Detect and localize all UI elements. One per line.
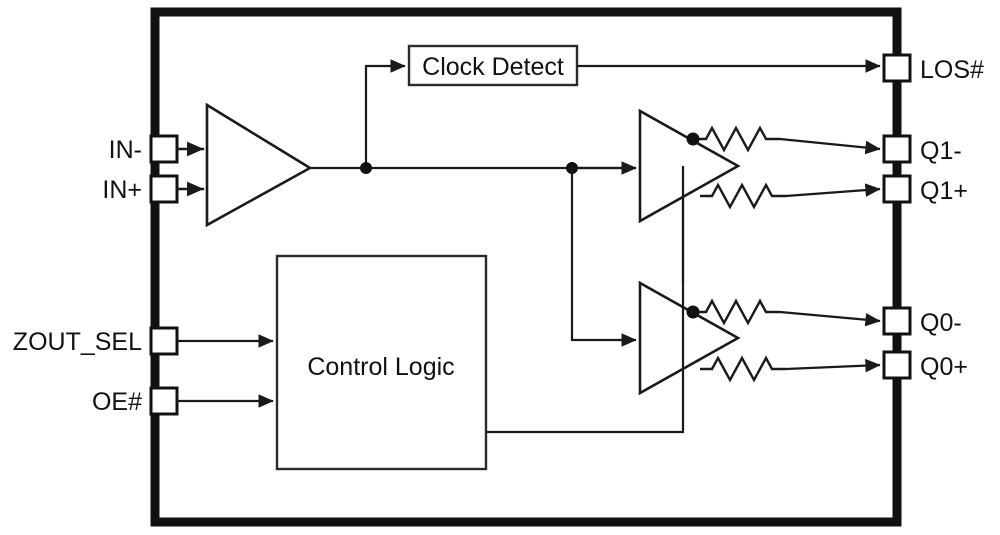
- wire-q1-plus-to-pin: [785, 183, 881, 198]
- clock-detect-block: [407, 44, 579, 87]
- pin-label-zout-sel: ZOUT_SEL: [13, 328, 142, 356]
- pin-label-oe-hash: OE#: [92, 388, 142, 416]
- pin-label-q1-plus: Q1+: [920, 177, 968, 205]
- pin-box-q0-minus[interactable]: [882, 306, 912, 336]
- junction-dot-q0-minus-tap: [686, 305, 700, 319]
- wire-q0-minus-to-pin: [779, 310, 881, 327]
- control-logic-block: [275, 254, 488, 471]
- wire-q1-minus-to-pin: [779, 137, 881, 155]
- resistor-q0-minus: [693, 298, 780, 326]
- pin-box-los-hash[interactable]: [882, 53, 912, 83]
- control-logic-label: Control Logic: [307, 353, 454, 381]
- junction-dot-clock-detect-tap: [360, 162, 372, 174]
- pin-label-in-minus: IN-: [109, 136, 142, 164]
- resistor-q1-plus: [700, 182, 786, 210]
- pin-label-in-plus: IN+: [102, 176, 142, 204]
- chip-border: [150, 7, 902, 527]
- pin-group-left: [149, 134, 179, 416]
- pin-box-in-minus[interactable]: [149, 134, 179, 164]
- output-buffer-q1-triangle: [638, 108, 741, 224]
- pin-box-q0-plus[interactable]: [882, 350, 912, 380]
- input-amplifier-triangle: [205, 102, 313, 228]
- wire-q0-plus-to-pin: [785, 358, 881, 373]
- wire-fanout-to-q0-buffer: [570, 168, 637, 347]
- junction-dot-q1-minus-tap: [686, 132, 700, 146]
- pin-group-right: [882, 53, 912, 380]
- resistor-q0-plus: [700, 355, 786, 383]
- resistor-q1-minus: [693, 125, 780, 153]
- pin-box-zout-sel[interactable]: [149, 326, 179, 356]
- pin-box-in-plus[interactable]: [149, 174, 179, 204]
- pin-box-q1-plus[interactable]: [882, 174, 912, 204]
- pin-box-q1-minus[interactable]: [882, 134, 912, 164]
- pin-label-los-hash: LOS#: [920, 56, 984, 84]
- pin-label-q1-minus: Q1-: [920, 137, 962, 165]
- pin-box-oe-hash[interactable]: [149, 386, 179, 416]
- wire-amp-to-clock-detect: [364, 59, 406, 168]
- clock-detect-label: Clock Detect: [422, 53, 564, 81]
- pin-label-q0-minus: Q0-: [920, 309, 962, 337]
- pin-label-q0-plus: Q0+: [920, 353, 968, 381]
- output-buffer-q0-triangle: [638, 280, 741, 396]
